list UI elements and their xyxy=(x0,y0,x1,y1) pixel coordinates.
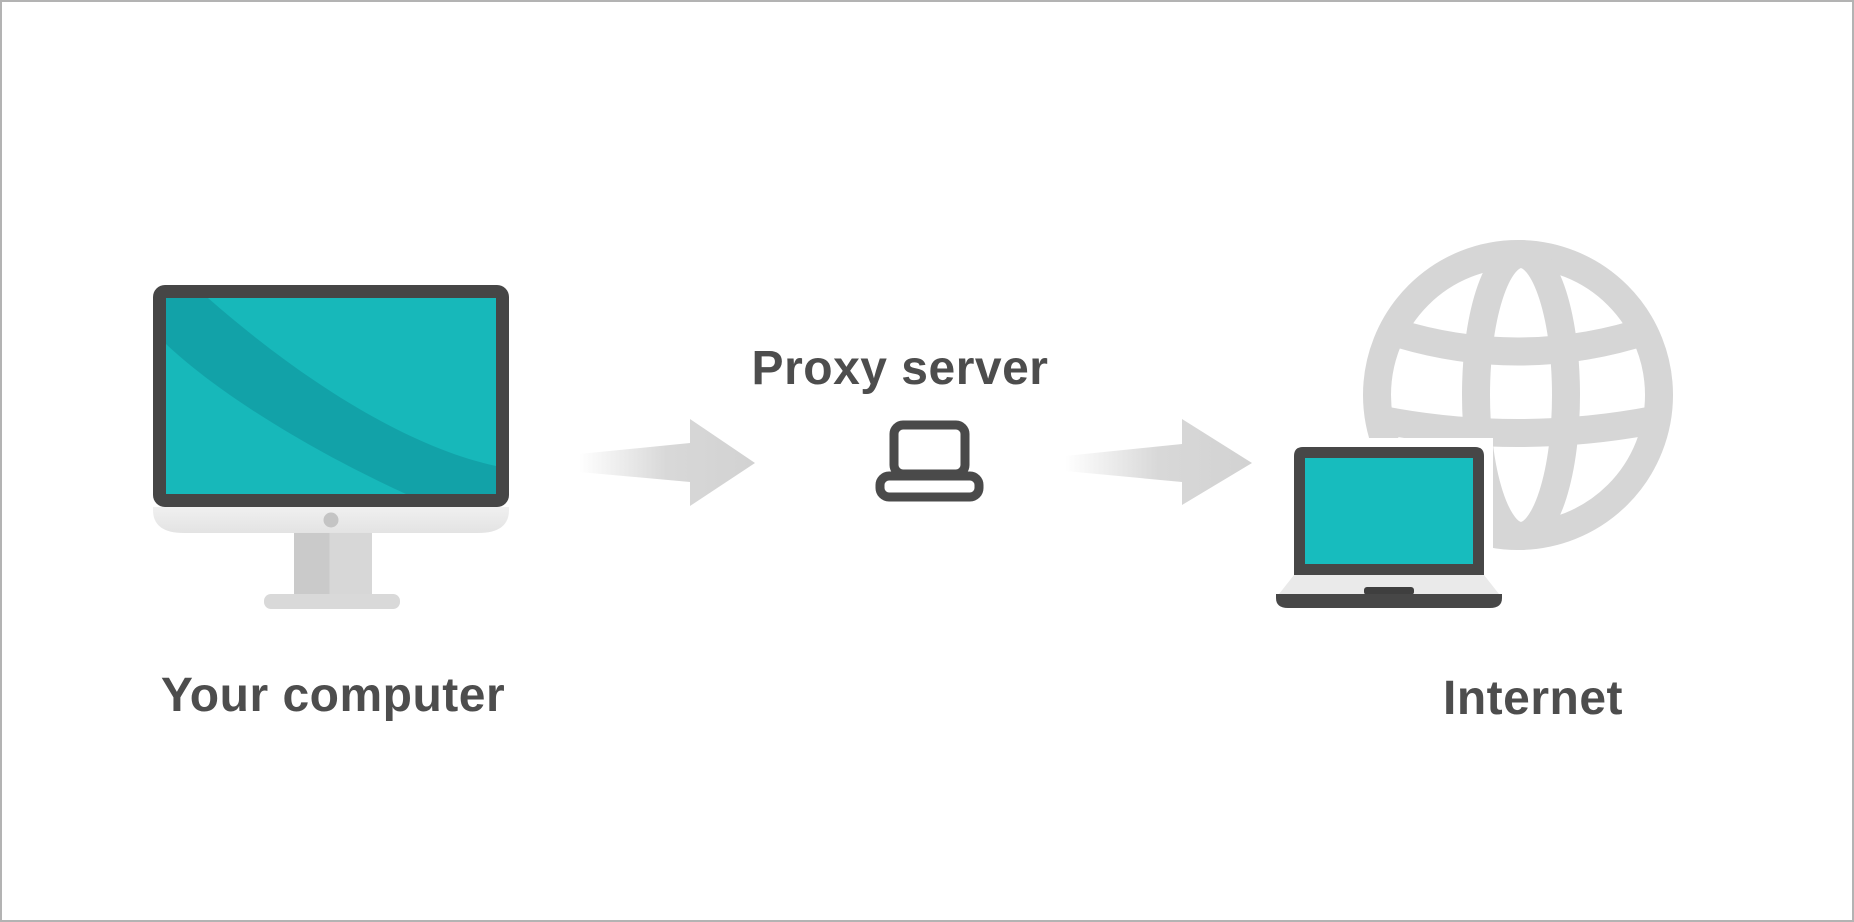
monitor-stand-column xyxy=(294,533,372,594)
arrow-right-icon xyxy=(1065,419,1252,505)
monitor-screen xyxy=(166,298,496,494)
your-computer-label: Your computer xyxy=(160,669,506,722)
laptop-touchpad xyxy=(1364,587,1414,595)
laptop-bottom-bar xyxy=(1276,594,1502,608)
monitor-stand-base xyxy=(264,594,400,609)
proxy-server-label: Proxy server xyxy=(751,342,1049,395)
laptop-outline-icon xyxy=(875,420,984,502)
monitor-camera-dot xyxy=(323,512,339,528)
arrow-right-icon xyxy=(579,419,755,506)
laptop-outline-screen xyxy=(889,420,970,479)
globe-latitude-lower xyxy=(1369,404,1667,447)
screen-swoosh xyxy=(166,298,496,494)
desktop-computer-icon xyxy=(153,285,509,609)
internet-label: Internet xyxy=(1442,672,1624,725)
globe-icon xyxy=(1363,240,1673,550)
laptop-screen xyxy=(1305,458,1473,564)
globe-meridian xyxy=(1462,240,1580,550)
laptop-icon xyxy=(1265,438,1513,618)
globe-latitude-upper xyxy=(1379,315,1657,366)
laptop-outline-base xyxy=(875,471,984,502)
laptop-deck xyxy=(1279,575,1499,594)
